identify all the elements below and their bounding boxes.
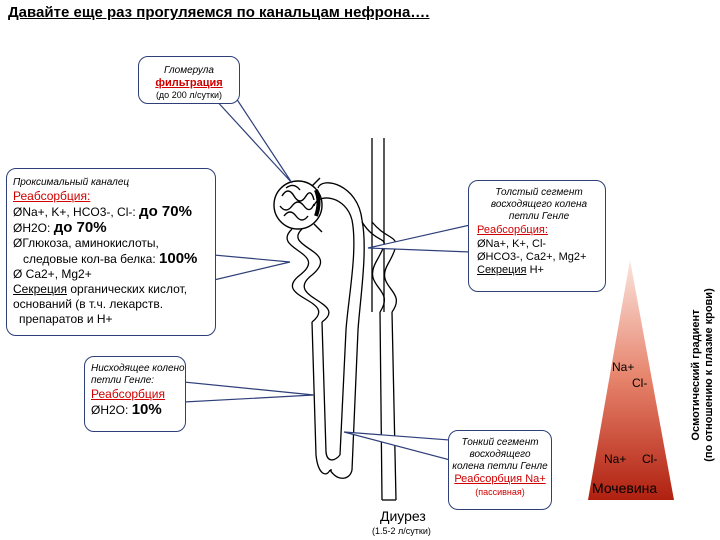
thick-secretion-text: H+ <box>526 264 544 276</box>
proximal-ions-percent: до 70% <box>139 203 192 220</box>
osmotic-gradient-axis-label: Осмотический градиент (по отношению к пл… <box>690 255 716 495</box>
gradient-na-bottom: Na+ <box>604 452 627 466</box>
descending-water: ØH2O: 10% <box>91 402 185 418</box>
thick-ions-1: ØNa+, K+, Cl- <box>477 238 547 250</box>
osmotic-gradient-subtitle: (по отношению к плазме крови) <box>703 288 715 462</box>
glomerulus-callout-pointer <box>212 97 293 184</box>
gradient-cl-bottom: Cl- <box>642 452 658 466</box>
descending-limb-callout: Нисходящее колено петли Генле: Реабсорбц… <box>84 356 186 432</box>
filtration-amount: (до 200 л/сутки) <box>155 90 223 100</box>
proximal-label: Проксимальный каналец <box>13 177 130 188</box>
gradient-urea-label: Мочевина <box>592 480 658 496</box>
proximal-callout-pointer <box>213 254 291 281</box>
thin-reabsorption: Реабсорбция Na+ <box>454 473 546 485</box>
thick-callout-pointer <box>367 224 471 253</box>
thick-ions-2: ØHCO3-, Ca2+, Mg2+ <box>477 251 587 263</box>
proximal-glucose-protein-label: следовые кол-ва белка: <box>23 252 156 266</box>
thin-passive-label: (пассивная) <box>475 487 525 497</box>
proximal-water: ØH2O: до 70% <box>13 220 215 236</box>
proximal-secretion-text: органических кислот, <box>67 282 188 296</box>
thick-secretion-heading: Секреция <box>477 264 527 276</box>
descending-label-1: Нисходящее колено <box>91 363 185 374</box>
nephron-tubule <box>286 138 398 501</box>
proximal-glucose-protein: следовые кол-ва белка: 100% <box>13 251 215 267</box>
page-title: Давайте еще раз прогуляемся по канальцам… <box>8 4 430 21</box>
proximal-reabsorption-heading: Реабсорбция: <box>13 189 91 203</box>
descending-water-label: ØH2O: <box>91 403 129 417</box>
glomerulus-label: Гломерула <box>164 65 214 76</box>
thick-label-1: Толстый сегмент <box>495 187 583 198</box>
thick-secretion: Секреция H+ <box>477 264 601 277</box>
thick-label-2: восходящего колена <box>490 199 588 210</box>
proximal-water-label: ØH2O: <box>13 221 51 235</box>
proximal-secretion-line3: препаратов и H+ <box>19 312 113 326</box>
proximal-secretion: Секреция органических кислот, <box>13 282 215 297</box>
glomerulus-callout: Гломерула фильтрация (до 200 л/сутки) <box>138 56 240 104</box>
osmotic-gradient-triangle <box>588 260 674 500</box>
osmotic-gradient-title: Осмотический градиент <box>690 309 702 441</box>
gradient-cl-top: Cl- <box>632 376 648 390</box>
proximal-ca-mg: Ø Ca2+, Mg2+ <box>13 267 92 281</box>
descending-label-2: петли Генле: <box>91 375 155 386</box>
thick-label-3: петли Генле <box>508 211 570 222</box>
proximal-ions-label: ØNa+, K+, HCO3-, Cl-: <box>13 205 136 219</box>
diuresis-label: Диурез <box>380 508 426 524</box>
proximal-ions: ØNa+, K+, HCO3-, Cl-: до 70% <box>13 204 215 220</box>
thin-label-3: колена петли Генле <box>452 461 548 472</box>
thin-callout-pointer <box>343 431 451 461</box>
thin-label-2: восходящего <box>469 449 531 460</box>
thin-ascending-callout: Тонкий сегмент восходящего колена петли … <box>448 430 552 510</box>
glomerulus-shape <box>273 177 323 233</box>
proximal-secretion-line2: оснований (в т.ч. лекарств. <box>13 297 164 311</box>
proximal-glucose-percent: 100% <box>159 250 198 267</box>
descending-callout-pointer <box>183 381 315 403</box>
thin-label-1: Тонкий сегмент <box>461 437 539 448</box>
descending-water-percent: 10% <box>131 401 162 418</box>
thick-ascending-callout: Толстый сегмент восходящего колена петли… <box>468 180 606 292</box>
thick-reabsorption-heading: Реабсорбция: <box>477 224 548 236</box>
proximal-secretion-heading: Секреция <box>13 282 68 296</box>
proximal-water-percent: до 70% <box>53 219 107 236</box>
descending-reabsorption-heading: Реабсорбция <box>91 387 165 401</box>
filtration-label: фильтрация <box>155 77 223 89</box>
diuresis-amount: (1.5-2 л/сутки) <box>372 526 431 536</box>
proximal-glucose: ØГлюкоза, аминокислоты, <box>13 236 159 250</box>
proximal-callout: Проксимальный каналец Реабсорбция: ØNa+,… <box>6 168 216 336</box>
gradient-na-top: Na+ <box>612 360 635 374</box>
